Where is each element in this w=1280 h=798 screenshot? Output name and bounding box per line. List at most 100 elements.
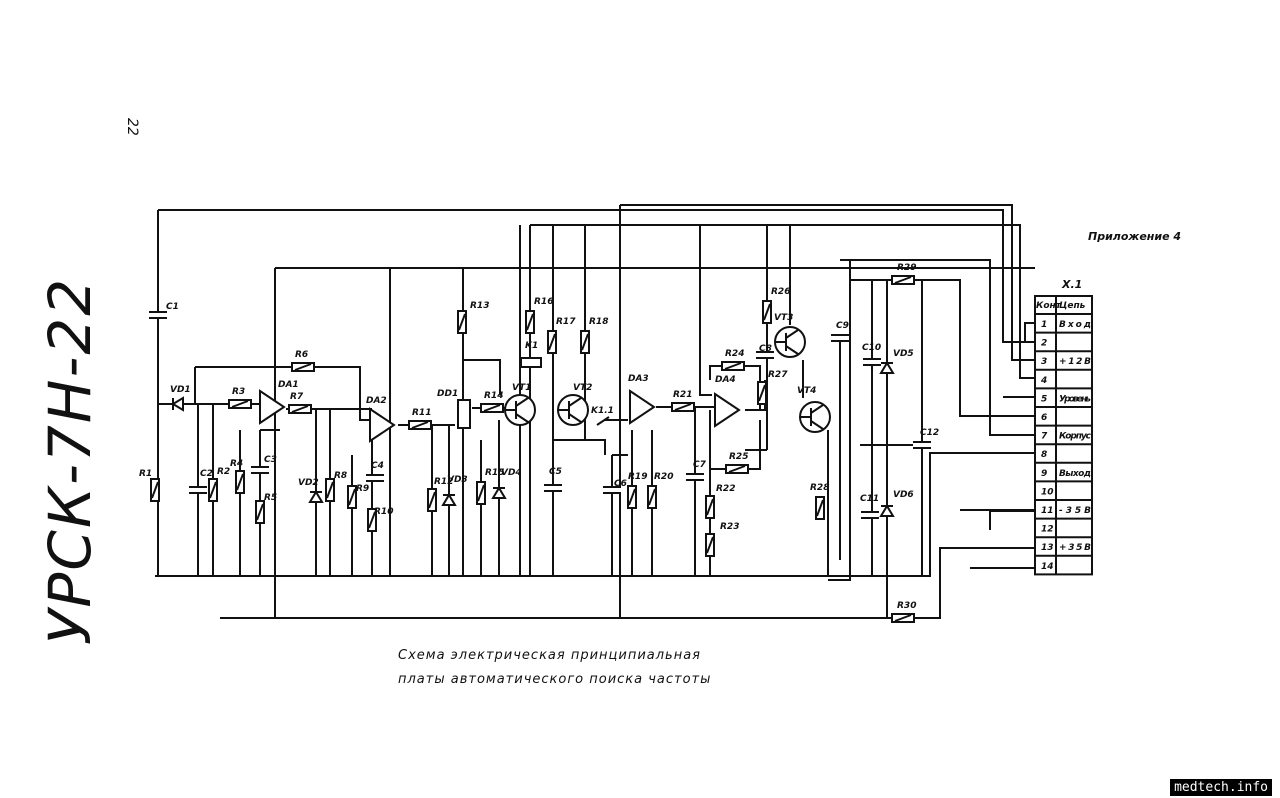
component-label: VT1: [512, 383, 531, 393]
component-vd1: VD1: [170, 385, 191, 412]
component-label: R3: [232, 387, 245, 397]
component-label: R30: [897, 601, 916, 611]
component-label: C5: [549, 467, 562, 477]
pin-number: 2: [1041, 339, 1047, 349]
table-row: 7 Корпус: [1041, 432, 1092, 442]
caption-line-1: Схема электрическая принципиальная: [398, 648, 702, 663]
table-row: 12: [1041, 525, 1054, 535]
component-r1: R1: [139, 469, 160, 502]
component-c12: C12: [913, 428, 939, 449]
component-label: C6: [614, 479, 627, 489]
component-r3: R3: [228, 387, 252, 409]
wire: [1024, 322, 1035, 342]
component-label: K1: [525, 341, 538, 351]
table-row: 11 -35В: [1041, 506, 1091, 516]
wire: [989, 510, 1035, 530]
component-c3: C3: [251, 455, 277, 474]
device-title: УРСК-7Н-22: [36, 277, 104, 645]
component-label: C4: [371, 461, 384, 471]
component-label: R14: [484, 391, 503, 401]
wire: [195, 366, 375, 421]
caption-line-2: платы автоматического поиска частоты: [398, 672, 712, 687]
component-label: VD1: [170, 385, 191, 395]
header-pin: Конт: [1036, 301, 1062, 311]
circuit-name: -35В: [1059, 506, 1091, 516]
component-r12: R12: [427, 477, 453, 512]
component-r30: R30: [891, 601, 916, 623]
component-label: R24: [725, 349, 744, 359]
component-label: R26: [771, 287, 790, 297]
pin-number: 7: [1041, 432, 1048, 442]
component-label: R11: [412, 408, 431, 418]
pin-number: 4: [1040, 376, 1047, 386]
component-vd4: VD4: [491, 468, 522, 499]
component-label: VD4: [501, 468, 522, 478]
component-r17: R17: [547, 317, 576, 354]
table-row: 6: [1041, 413, 1047, 423]
component-k1-1: K1.1: [591, 406, 614, 426]
table-row: 8: [1041, 450, 1047, 460]
circuit-name: Корпус: [1059, 432, 1092, 442]
appendix-label: Приложение 4: [1088, 230, 1181, 243]
component-label: C8: [759, 344, 772, 354]
component-label: DA1: [278, 380, 299, 390]
component-label: R25: [729, 452, 748, 462]
pin-number: 12: [1041, 525, 1054, 535]
wire: [699, 225, 712, 396]
component-vd5: VD5: [879, 349, 914, 374]
component-r28: R28: [810, 483, 829, 520]
pin-number: 8: [1041, 450, 1047, 460]
component-label: R10: [374, 507, 393, 517]
header-circuit: Цепь: [1059, 301, 1086, 311]
circuit-name: Уровень: [1059, 394, 1091, 404]
component-label: VD6: [893, 490, 914, 500]
circuit-name: Выход: [1059, 469, 1091, 479]
component-r23: R23: [705, 522, 739, 557]
table-row: 14: [1041, 562, 1054, 572]
component-vd3: VD3: [441, 475, 468, 506]
watermark: medtech.info: [1170, 779, 1272, 796]
component-r8: R8: [325, 471, 347, 502]
component-label: VD5: [893, 349, 914, 359]
table-row: 13+35В: [1041, 543, 1091, 553]
component-label: VD3: [447, 475, 468, 485]
connector-name: X.1: [1061, 278, 1082, 291]
component-c9: C9: [831, 321, 849, 342]
component-c5: C5: [544, 467, 562, 492]
component-r15: R15: [476, 468, 504, 505]
component-label: C12: [920, 428, 939, 438]
component-label: R23: [720, 522, 739, 532]
component-r2: R2: [208, 467, 230, 502]
component-r29: R29: [891, 263, 916, 285]
component-c11: C11: [860, 494, 879, 519]
component-label: C2: [200, 469, 213, 479]
circuit-name: +12В: [1059, 357, 1091, 367]
wire: [155, 452, 1035, 577]
wire: [828, 260, 851, 581]
component-label: C10: [862, 343, 881, 353]
component-label: DA4: [715, 375, 736, 385]
component-label: R21: [673, 390, 692, 400]
component-label: K1.1: [591, 406, 614, 416]
component-label: R9: [356, 484, 369, 494]
component-label: R16: [534, 297, 553, 307]
component-r4: R4: [230, 459, 245, 494]
pin-number: 11: [1041, 506, 1054, 516]
component-r24: R24: [721, 349, 745, 371]
component-label: C1: [166, 302, 179, 312]
wire: [530, 224, 1035, 379]
component-label: R1: [139, 469, 152, 479]
component-c8: C8: [756, 344, 774, 359]
component-r14: R14: [480, 391, 504, 413]
pin-number: 13: [1041, 543, 1054, 553]
component-label: R27: [768, 370, 788, 380]
component-label: C7: [693, 460, 707, 470]
component-r13: R13: [457, 301, 489, 334]
component-label: C9: [836, 321, 849, 331]
component-r20: R20: [647, 472, 673, 509]
component-vt2: VT2: [557, 383, 592, 426]
wire: [220, 547, 1035, 619]
